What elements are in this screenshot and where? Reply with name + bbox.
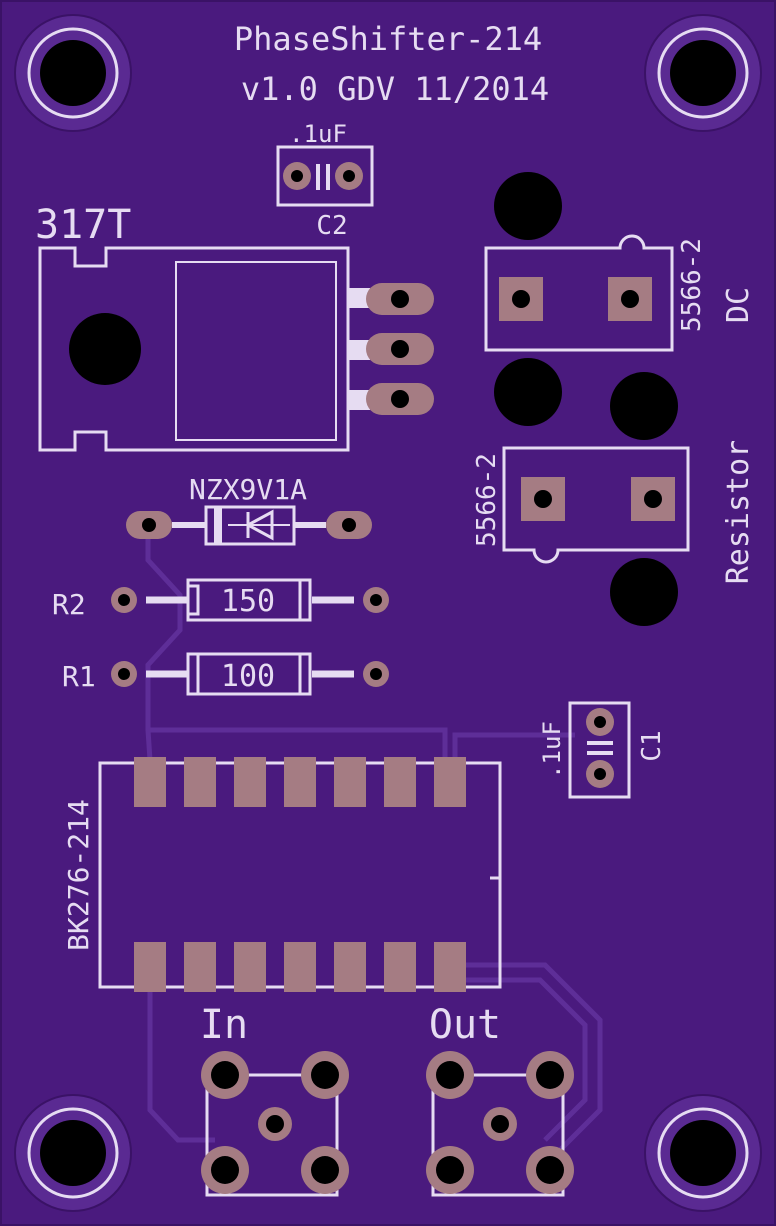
c1-value-label: .1uF — [538, 721, 566, 779]
c2-value-label: .1uF — [289, 120, 347, 148]
c2-ref-label: C2 — [316, 211, 347, 241]
ic-label: BK276-214 — [62, 799, 95, 951]
input-connector: In — [200, 1002, 349, 1197]
resistor-connector-part-label: 5566-2 — [472, 453, 502, 547]
dc-connector-label: DC — [721, 287, 756, 323]
capacitor-c2: .1uF C2 — [276, 120, 374, 241]
r2-value-label: 150 — [221, 584, 275, 619]
capacitor-c1: .1uF C1 — [538, 701, 667, 799]
dc-connector-part-label: 5566-2 — [677, 238, 707, 332]
resistor-r1: R1 100 — [62, 652, 389, 696]
resistor-r2: R2 150 — [52, 578, 389, 622]
regulator-317t: 317T — [35, 202, 434, 452]
resistor-connector: 5566-2 Resistor — [472, 372, 756, 626]
board-title: PhaseShifter-214 — [234, 20, 542, 58]
mounting-hole-top-right — [644, 14, 762, 132]
resistor-connector-label: Resistor — [721, 440, 756, 585]
output-connector: Out — [426, 1002, 574, 1197]
mounting-hole-top-left — [14, 14, 132, 132]
ic-bk276-214: BK276-214 — [62, 757, 502, 992]
board-version: v1.0 GDV 11/2014 — [241, 70, 549, 108]
c1-ref-label: C1 — [637, 730, 667, 761]
r1-ref-label: R1 — [62, 660, 96, 693]
mounting-hole-bottom-left — [14, 1094, 132, 1212]
output-label: Out — [429, 1002, 501, 1048]
input-label: In — [200, 1002, 248, 1048]
r1-value-label: 100 — [221, 659, 275, 694]
regulator-label: 317T — [35, 202, 131, 248]
dc-connector: 5566-2 DC — [484, 172, 756, 426]
zener-label: NZX9V1A — [189, 473, 307, 506]
r2-ref-label: R2 — [52, 588, 86, 621]
mounting-hole-bottom-right — [644, 1094, 762, 1212]
zener-diode: NZX9V1A — [126, 473, 372, 546]
